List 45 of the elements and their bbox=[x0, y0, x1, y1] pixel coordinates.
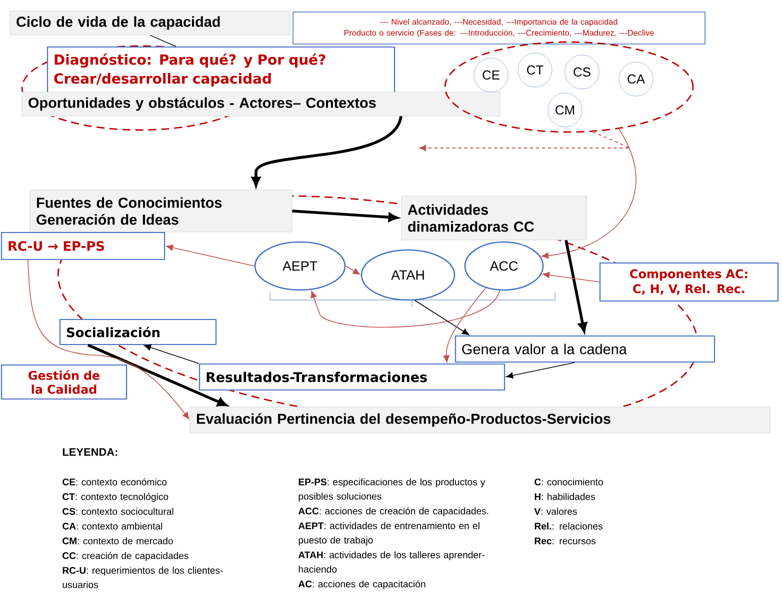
label-box: Evaluación Pertinencia del desempeño-Productos-Servicios bbox=[190, 406, 770, 434]
legend-entry: ATAH: actividades de los talleres aprender-haciendo bbox=[298, 551, 484, 573]
legend-entry: CM: contexto de mercado bbox=[62, 537, 173, 544]
text-box: Diagnóstico: Para qué? y Por qué? Crear/desarrollar capacidad bbox=[46, 46, 396, 94]
text-box: Componentes AC: C, H, V, Rel. Rec. bbox=[599, 262, 779, 302]
arrow bbox=[87, 344, 227, 406]
legend-entry: CC: creación de capacidades bbox=[62, 552, 188, 561]
legend-entry: CA: contexto ambiental bbox=[62, 522, 162, 530]
text-box: RC-U → EP-PS bbox=[0, 232, 166, 260]
label-box: Oportunidades y obstáculos - Actores– Contextos bbox=[22, 92, 500, 116]
text-box: Gestión de la Calidad bbox=[0, 364, 128, 400]
label-box: Actividades dinamizadoras CC bbox=[401, 196, 587, 240]
arrow bbox=[542, 272, 600, 282]
arrow bbox=[310, 290, 500, 328]
arrow bbox=[541, 128, 636, 259]
arrow bbox=[144, 344, 200, 364]
legend-entry: EP-PS: especificaciones de los productos y posibles soluciones bbox=[298, 478, 486, 502]
arrow bbox=[506, 362, 576, 379]
legend-entry: C: conocimiento bbox=[534, 478, 603, 486]
label-box: Ciclo de vida de la capacidad bbox=[10, 10, 290, 36]
arrow bbox=[443, 287, 486, 362]
legend-entry: AEPT: actividades de entrenamiento en el puesto de trabajo bbox=[298, 522, 480, 546]
legend-entry: CS: contexto sociocultural bbox=[62, 508, 174, 515]
text-box: Socialización bbox=[59, 318, 217, 346]
arrow bbox=[28, 260, 190, 420]
legend-entry: CT: contexto tecnológico bbox=[62, 492, 168, 502]
arrow bbox=[345, 266, 360, 275]
legend-entry: Rel.: relaciones bbox=[534, 522, 602, 530]
arrow bbox=[166, 244, 255, 266]
legend-heading: LEYENDA: bbox=[62, 448, 118, 456]
text-box: Genera valor a la cadena bbox=[454, 335, 716, 363]
legend-entry: RC-U: requerimientos de los clientes-usuarios bbox=[62, 566, 223, 588]
arrow bbox=[564, 240, 588, 332]
legend-entry: H: habilidades bbox=[534, 493, 595, 500]
note-box: --- Nivel alcanzado, ---Necesidad, ---Importancia de la capacidad Producto o servicio (Fases de: ---Introducción, ---Crecimiento, ---Madurez, ---Declive bbox=[292, 12, 706, 44]
arrow bbox=[414, 300, 470, 336]
legend-entry: AC: acciones de capacitación bbox=[298, 580, 426, 590]
legend-entry: Rec: recursos bbox=[534, 538, 596, 544]
connector-line bbox=[150, 34, 176, 47]
dashed-ellipse bbox=[444, 41, 694, 133]
legend-entry: V: valores bbox=[534, 508, 577, 515]
legend-entry: CE: contexto económico bbox=[62, 478, 167, 486]
legend-entry: ACC: acciones de creación de capacidades. bbox=[298, 507, 488, 516]
label-box: Fuentes de Conocimientos Generación de Ideas bbox=[30, 190, 292, 232]
text-box: Resultados-Transformaciones bbox=[198, 363, 506, 391]
